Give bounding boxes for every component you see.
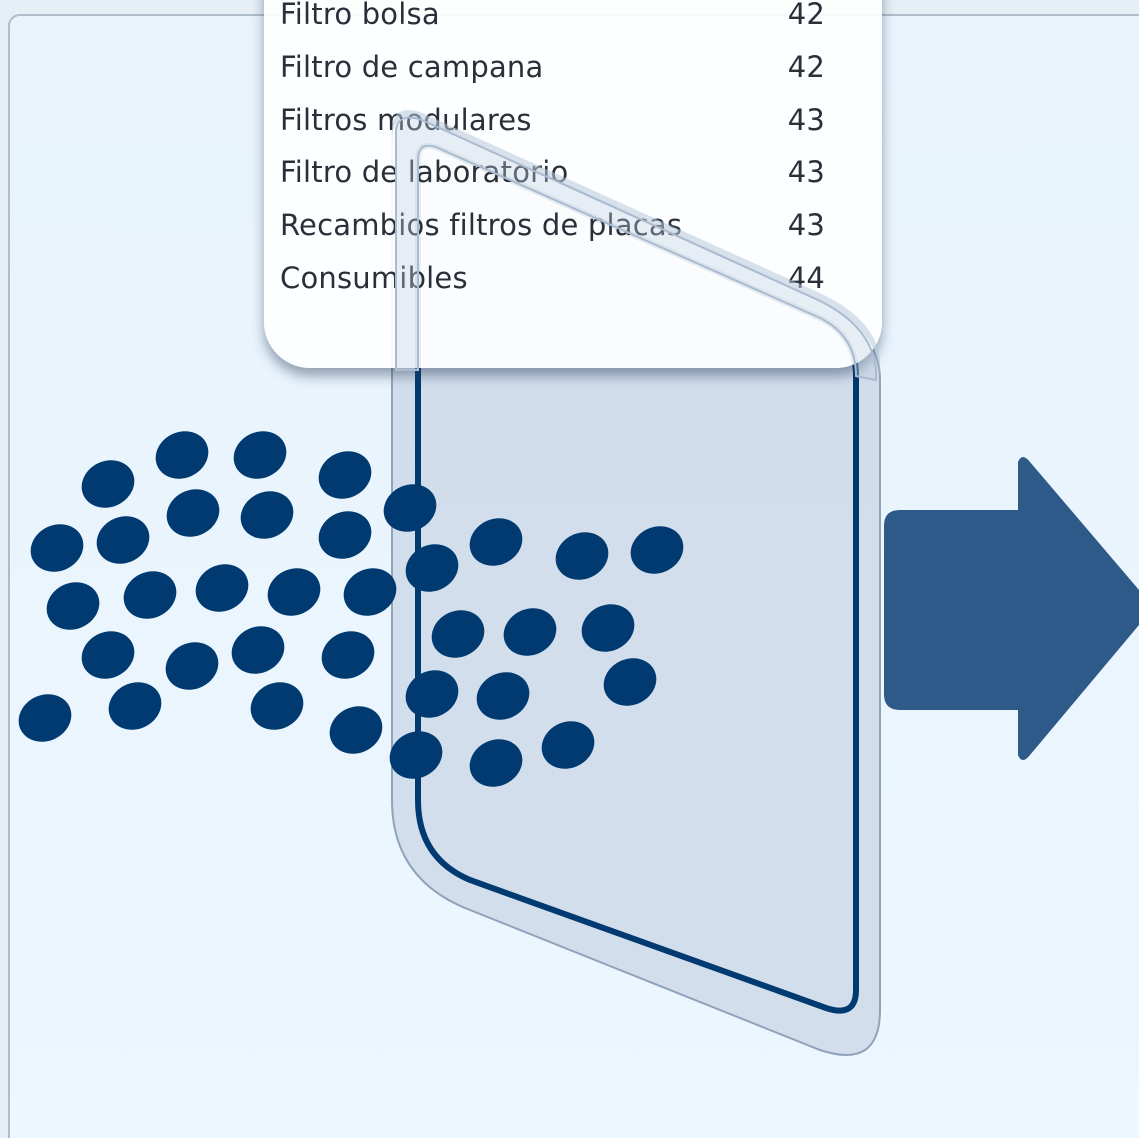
- particle-dot: [240, 491, 294, 539]
- toc-item-page: 42: [787, 0, 825, 31]
- particle-dot: [476, 672, 530, 720]
- toc-item-page: 44: [787, 260, 825, 295]
- particle-dot: [46, 582, 100, 630]
- toc-item-page: 43: [787, 208, 825, 243]
- particle-dot: [166, 489, 220, 537]
- particle-dot: [469, 739, 523, 787]
- toc-item-label: Filtros modulares: [280, 102, 532, 137]
- toc-item-page: 43: [787, 155, 825, 190]
- toc-item-label: Filtro bolsa: [280, 0, 440, 31]
- toc-item[interactable]: Filtros modulares 43: [280, 94, 825, 147]
- toc-item-page: 43: [787, 102, 825, 137]
- particle-dot: [581, 604, 635, 652]
- toc-item-page: 42: [787, 49, 825, 84]
- particle-dot: [503, 608, 557, 656]
- particle-dot: [81, 460, 135, 508]
- toc-item-label: Filtro de campana: [280, 49, 544, 84]
- particle-dot: [123, 571, 177, 619]
- particle-dot: [389, 731, 443, 779]
- particle-dot: [541, 721, 595, 769]
- particle-dot: [431, 610, 485, 658]
- particle-dot: [165, 642, 219, 690]
- particle-dot: [30, 524, 84, 572]
- particle-dot: [555, 532, 609, 580]
- particle-dot: [318, 451, 372, 499]
- particle-dot: [630, 526, 684, 574]
- particle-dot: [231, 626, 285, 674]
- particle-dot: [603, 658, 657, 706]
- particle-dots-icon: [18, 431, 684, 787]
- particle-dot: [321, 631, 375, 679]
- particle-dot: [108, 682, 162, 730]
- toc-item-label: Consumibles: [280, 260, 468, 295]
- particle-dot: [250, 682, 304, 730]
- toc-item[interactable]: Filtro de campana 42: [280, 41, 825, 94]
- particle-dot: [318, 511, 372, 559]
- toc-item[interactable]: Consumibles 44: [280, 252, 825, 305]
- toc-item-label: Filtro de laboratorio: [280, 155, 569, 190]
- particle-dot: [405, 670, 459, 718]
- toc-item[interactable]: Recambios filtros de placas 43: [280, 199, 825, 252]
- particle-dot: [96, 516, 150, 564]
- particle-dot: [155, 431, 209, 479]
- particle-dot: [195, 564, 249, 612]
- toc-item-label: Recambios filtros de placas: [280, 208, 683, 243]
- particle-dot: [81, 631, 135, 679]
- particle-dot: [383, 484, 437, 532]
- toc-item[interactable]: Filtro de laboratorio 43: [280, 146, 825, 199]
- toc-item[interactable]: Filtro bolsa 42: [280, 0, 825, 41]
- particle-dot: [329, 706, 383, 754]
- particle-dot: [233, 431, 287, 479]
- table-of-contents: Filtro bolsa 42 Filtro de campana 42 Fil…: [280, 0, 825, 305]
- particle-dot: [267, 568, 321, 616]
- particle-dot: [343, 568, 397, 616]
- particle-dot: [18, 694, 72, 742]
- right-arrow-icon: [884, 457, 1139, 760]
- particle-dot: [469, 518, 523, 566]
- particle-dot: [405, 544, 459, 592]
